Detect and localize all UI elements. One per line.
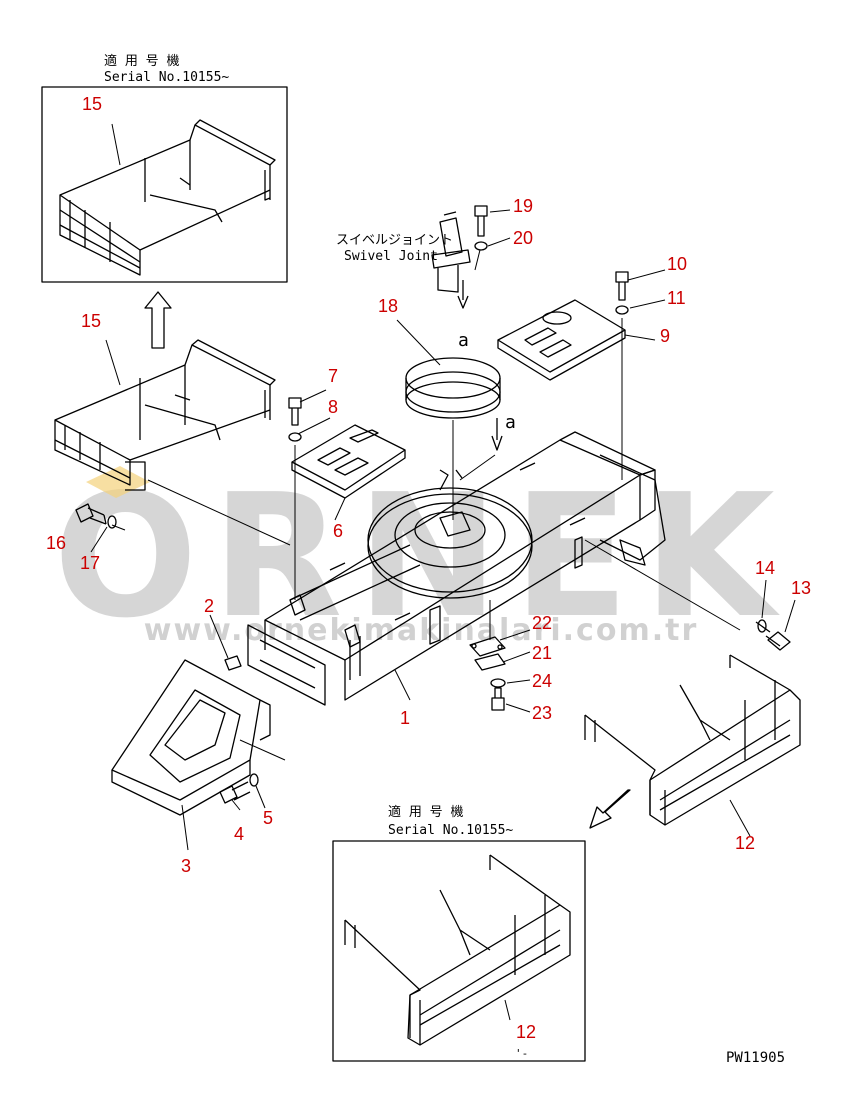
- callout-7: 7: [328, 366, 338, 386]
- callout-15: 15: [81, 311, 101, 331]
- washer-8: [288, 432, 302, 442]
- callout-22: 22: [532, 613, 552, 633]
- bolt-7: [288, 397, 302, 426]
- cover-plate-9: [497, 299, 626, 381]
- bottom-inset-frame: [332, 840, 586, 1062]
- bottom-inset-guard: [344, 854, 571, 1046]
- callout-4: 4: [234, 824, 244, 844]
- bolt-23: [491, 687, 505, 711]
- up-arrow-icon: [144, 291, 172, 349]
- watermark: ORNEK www.ornekimakinalari.com.tr: [53, 458, 775, 656]
- washer-24: [490, 678, 506, 688]
- swivel-joint: [431, 211, 471, 293]
- guard-15: [54, 339, 276, 491]
- callout-9: 9: [660, 326, 670, 346]
- callout-17: 17: [80, 553, 100, 573]
- down-left-arrow-icon: [589, 789, 631, 829]
- bolt-4: [219, 781, 251, 804]
- washer-20: [474, 241, 488, 251]
- drawing-code: PW11905: [726, 1050, 785, 1066]
- washer-14: [757, 619, 767, 633]
- swing-circle: [367, 469, 533, 599]
- washer-5: [249, 773, 259, 787]
- watermark-url: www.ornekimakinalari.com.tr: [144, 613, 699, 648]
- plate-22: [469, 636, 506, 657]
- bracket-3: [111, 659, 271, 816]
- top-inset-label-serial: Serial No.10155~: [104, 70, 229, 85]
- bottom-inset-label-jp: 適 用 号 機: [388, 804, 463, 820]
- callout-5: 5: [263, 808, 273, 828]
- callout-10: 10: [667, 254, 687, 274]
- callout-16: 16: [46, 533, 66, 553]
- callout-11: 11: [667, 288, 686, 308]
- section-mark-a-mid: a: [505, 412, 516, 433]
- callout-23: 23: [532, 703, 552, 723]
- callout-19: 19: [513, 196, 533, 216]
- main-frame-1: [247, 431, 666, 706]
- callout-12: 12: [735, 833, 755, 853]
- callout-1: 1: [400, 708, 410, 728]
- guard-12: [584, 654, 801, 826]
- washer-17: [107, 515, 117, 529]
- callout-14: 14: [755, 558, 775, 578]
- top-inset-guard: [59, 119, 276, 276]
- top-inset-frame: [41, 86, 288, 283]
- callout-18: 18: [378, 296, 398, 316]
- pin-2: [224, 655, 242, 671]
- swivel-label-jp: スイベルジョイント: [336, 233, 453, 248]
- labels: 適 用 号 機 Serial No.10155~ 適 用 号 機 Serial …: [82, 53, 785, 1066]
- callout-6: 6: [333, 521, 343, 541]
- bottom-inset-label-serial: Serial No.10155~: [388, 823, 513, 838]
- top-inset-callout: 15: [82, 94, 102, 114]
- down-arrow-mid-icon: [491, 418, 503, 451]
- bottom-inset-mark: '-: [515, 1047, 528, 1060]
- bolt-19: [474, 205, 488, 237]
- callout-24: 24: [532, 671, 552, 691]
- callout-8: 8: [328, 397, 338, 417]
- callout-20: 20: [513, 228, 533, 248]
- washer-11: [615, 305, 629, 315]
- bottom-inset-callout: 12: [516, 1022, 536, 1042]
- top-inset-label-jp: 適 用 号 機: [104, 53, 179, 69]
- down-arrow-top-icon: [457, 280, 469, 309]
- line-art: [41, 86, 801, 1062]
- bearing-ring-18: [405, 357, 501, 419]
- callout-2: 2: [204, 596, 214, 616]
- section-mark-a-top: a: [458, 330, 469, 351]
- callout-21: 21: [532, 643, 552, 663]
- bolt-16: [75, 503, 107, 525]
- bolt-10: [615, 271, 629, 301]
- watermark-accent-icon: [86, 466, 150, 498]
- leader-lines: [90, 123, 796, 1021]
- callout-3: 3: [181, 856, 191, 876]
- callout-13: 13: [791, 578, 811, 598]
- gasket-21: [474, 653, 506, 671]
- swivel-label-en: Swivel Joint: [344, 249, 438, 264]
